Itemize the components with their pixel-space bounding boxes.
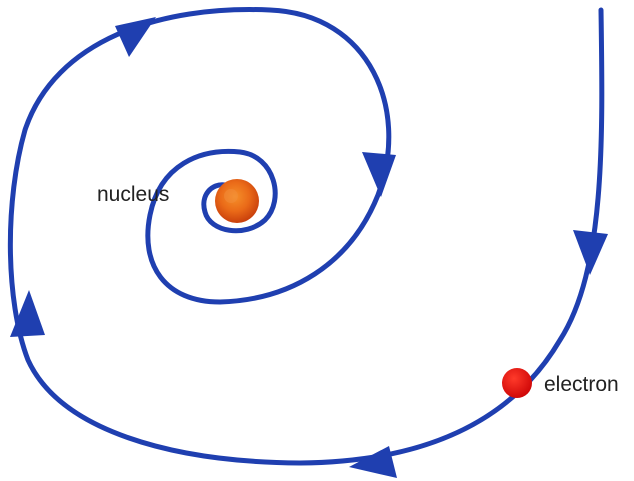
arrow-head-top xyxy=(115,17,156,57)
nucleus-texture xyxy=(224,189,238,203)
nucleus xyxy=(215,179,259,223)
nucleus-label: nucleus xyxy=(97,183,169,206)
electron-label: electron xyxy=(544,373,619,396)
arrow-head-right-inner xyxy=(362,152,396,197)
arrow-head-right-outer xyxy=(573,230,608,275)
electron-spiral-path xyxy=(7,7,605,466)
electron xyxy=(502,368,532,398)
arrow-head-bottom xyxy=(349,446,397,478)
arrow-head-left xyxy=(10,290,45,337)
